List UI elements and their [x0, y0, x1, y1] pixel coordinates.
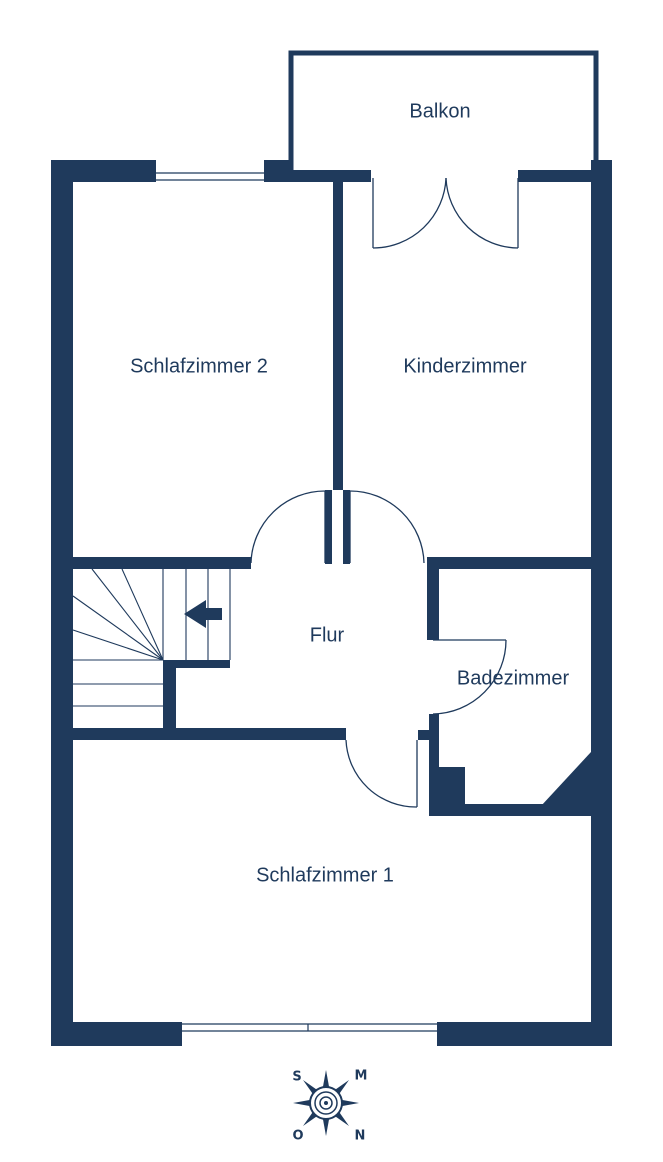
- room-label-schlafzimmer-1: Schlafzimmer 1: [256, 864, 394, 886]
- staircase: [72, 568, 231, 707]
- doors: [250, 177, 519, 808]
- arrow-left-icon: [184, 600, 222, 628]
- compass-label-m: M: [355, 1069, 368, 1084]
- compass-label-o: O: [292, 1129, 303, 1144]
- room-label-kinderzimmer: Kinderzimmer: [403, 355, 527, 377]
- compass-rose-icon: S M O N: [292, 1069, 367, 1144]
- balcony-outline: [288, 50, 599, 172]
- room-label-badezimmer: Badezimmer: [457, 667, 570, 689]
- windows: [156, 172, 437, 1032]
- room-label-flur: Flur: [310, 624, 345, 646]
- walls: [51, 160, 612, 1046]
- compass-label-s: S: [292, 1070, 301, 1085]
- room-label-schlafzimmer-2: Schlafzimmer 2: [130, 355, 268, 377]
- room-label-balkon: Balkon: [409, 100, 470, 122]
- compass-label-n: N: [355, 1129, 366, 1144]
